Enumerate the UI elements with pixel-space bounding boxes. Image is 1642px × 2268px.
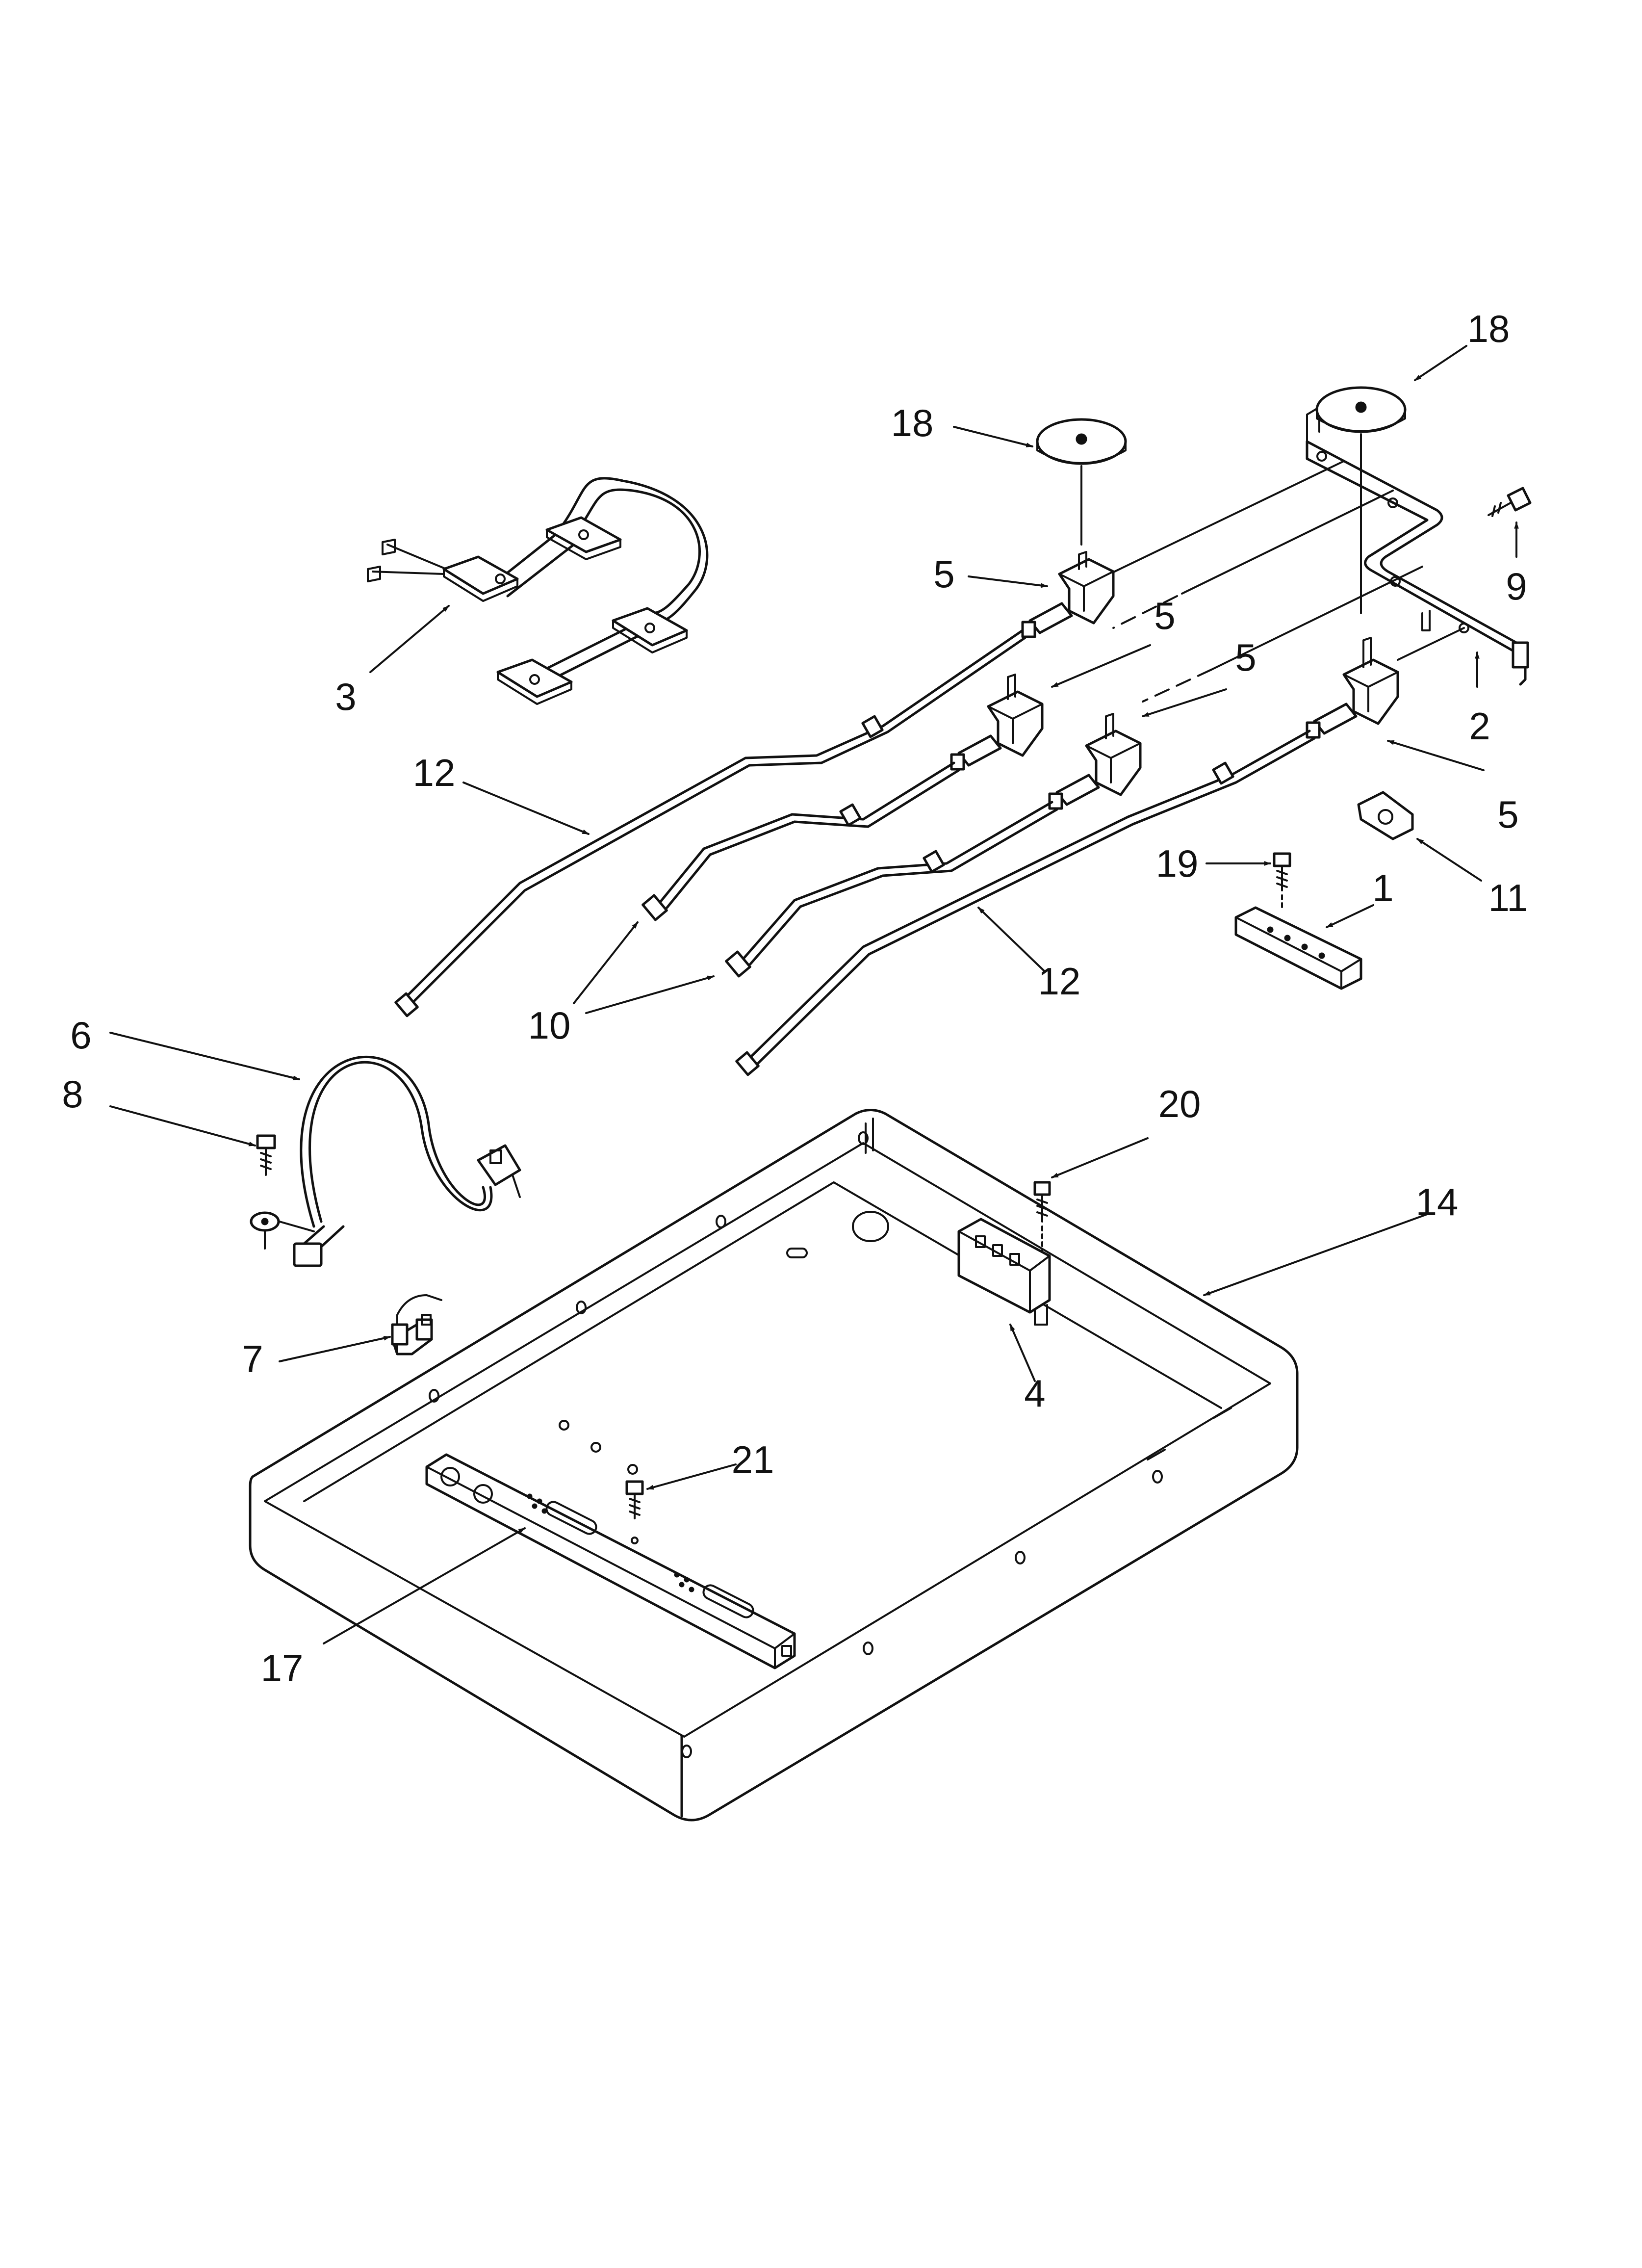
callout-12-left: 12	[412, 751, 456, 794]
valve-5-d	[1306, 637, 1399, 739]
callout-21: 21	[731, 1438, 774, 1481]
callout-8: 8	[62, 1072, 83, 1116]
gasket-11	[1357, 791, 1414, 840]
callout-5-mid-right: 5	[1235, 636, 1257, 679]
callout-11: 11	[1488, 876, 1528, 919]
tube-12-left	[394, 629, 1026, 1017]
tube-12-right	[735, 730, 1316, 1076]
callout-9: 9	[1506, 565, 1527, 608]
callout-10: 10	[528, 1004, 571, 1047]
callout-19: 19	[1155, 842, 1199, 885]
manifold-2	[1078, 406, 1529, 703]
terminal-block-4	[957, 1218, 1051, 1326]
callout-5-mid-left: 5	[1154, 594, 1176, 637]
wire-harness-3	[367, 477, 709, 705]
callout-3: 3	[335, 675, 357, 718]
callout-5-right: 5	[1497, 793, 1519, 836]
callout-5-upper-left: 5	[933, 552, 955, 596]
front-rail-17	[425, 1453, 796, 1669]
callout-17: 17	[260, 1646, 304, 1690]
callout-18-right: 18	[1467, 307, 1510, 350]
screw-8	[250, 1134, 315, 1250]
callout-4: 4	[1024, 1372, 1046, 1415]
callout-18-left: 18	[891, 401, 934, 444]
wire-clip-7	[391, 1294, 442, 1356]
screw-19	[1273, 852, 1291, 911]
callout-1: 1	[1372, 866, 1394, 910]
valve-5-a	[1021, 551, 1115, 638]
callout-20: 20	[1158, 1082, 1201, 1125]
power-cord-6	[293, 1055, 521, 1267]
callout-7: 7	[242, 1337, 263, 1381]
tube-10-lower	[725, 801, 1058, 978]
burner-cap-18-left	[1036, 418, 1127, 546]
valve-5-c	[1048, 713, 1142, 810]
bracket-1	[1234, 906, 1362, 990]
valve-5-b	[950, 674, 1044, 771]
callout-12-right: 12	[1038, 960, 1081, 1003]
screw-21	[625, 1480, 644, 1544]
callout-6: 6	[70, 1014, 92, 1057]
base-pan-14	[249, 1109, 1299, 1822]
leader-arrows	[109, 345, 1519, 1644]
callout-14: 14	[1415, 1180, 1459, 1224]
tube-10-upper	[641, 761, 960, 921]
callout-2: 2	[1469, 704, 1490, 748]
screw-9	[1488, 487, 1532, 517]
burner-cap-18-right	[1315, 386, 1407, 614]
